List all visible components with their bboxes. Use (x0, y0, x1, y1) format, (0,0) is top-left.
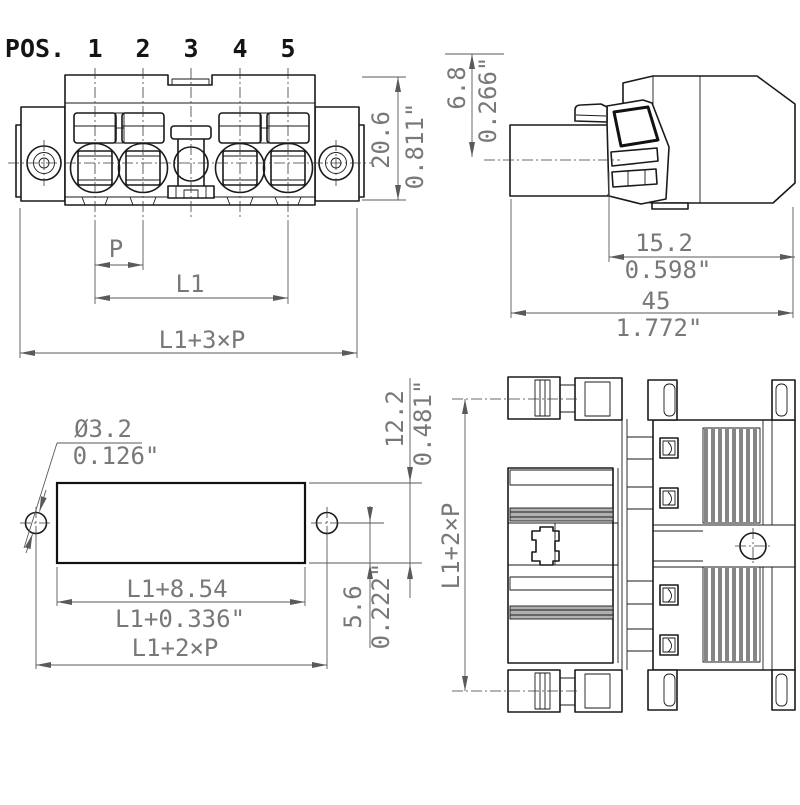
rear-view (452, 376, 796, 713)
dim-offset-mm: 6.8 (443, 66, 471, 109)
labels: POS. 1 2 3 4 5 P L1 L1+3×P 20.6 0.811" 6… (5, 34, 711, 662)
cutout-view (20, 481, 343, 565)
dim-l1: L1 (176, 270, 205, 298)
latch-lever (574, 103, 608, 123)
side-view (484, 75, 796, 210)
pos-number-3: 3 (183, 34, 198, 63)
pos-number-1: 1 (87, 34, 102, 63)
dim-hole-dia-in: 0.126" (73, 442, 160, 470)
dim-offset-in: 0.266" (474, 57, 502, 144)
dim-edge-offset-in: 0.222" (367, 563, 395, 650)
housing-body (64, 74, 316, 206)
dim-cutout-height-in: 0.481" (409, 380, 437, 467)
right-flange (314, 106, 360, 202)
dim-height-in: 0.811" (401, 103, 429, 190)
dimension-lines (19, 53, 795, 691)
pos-number-5: 5 (280, 34, 295, 63)
rear-right-block (652, 419, 796, 671)
dim-rear-span: L1+2×P (437, 503, 465, 590)
keying-profile (531, 526, 560, 566)
dim-height-mm: 20.6 (367, 111, 395, 169)
dim-pitch: P (109, 235, 123, 263)
pos-number-2: 2 (135, 34, 150, 63)
pos-number-4: 4 (232, 34, 247, 63)
dim-cutout-height-mm: 12.2 (381, 390, 409, 448)
cable-entry (509, 124, 625, 197)
panel-cutout (55, 481, 307, 565)
column-ticks (627, 436, 653, 652)
hatch-top (702, 427, 761, 524)
dim-cutout-len-in: L1+0.336" (115, 605, 245, 633)
pos-label: POS. (5, 34, 65, 63)
contact-windows (659, 437, 679, 656)
dim-depth-in: 0.598" (625, 256, 712, 284)
dim-cutout-len-mm: L1+8.54 (126, 575, 227, 603)
dim-edge-offset-mm: 5.6 (339, 585, 367, 628)
dim-hole-spacing: L1+2×P (132, 634, 219, 662)
dim-length-in: 1.772" (616, 314, 703, 342)
front-view (8, 68, 372, 218)
dim-depth-mm: 15.2 (635, 229, 693, 257)
dim-length-mm: 45 (642, 287, 671, 315)
dim-total-width: L1+3×P (159, 326, 246, 354)
rear-left-block (507, 467, 614, 664)
rear-ear-top (507, 376, 561, 420)
dim-hole-dia-mm: Ø3.2 (74, 415, 132, 443)
